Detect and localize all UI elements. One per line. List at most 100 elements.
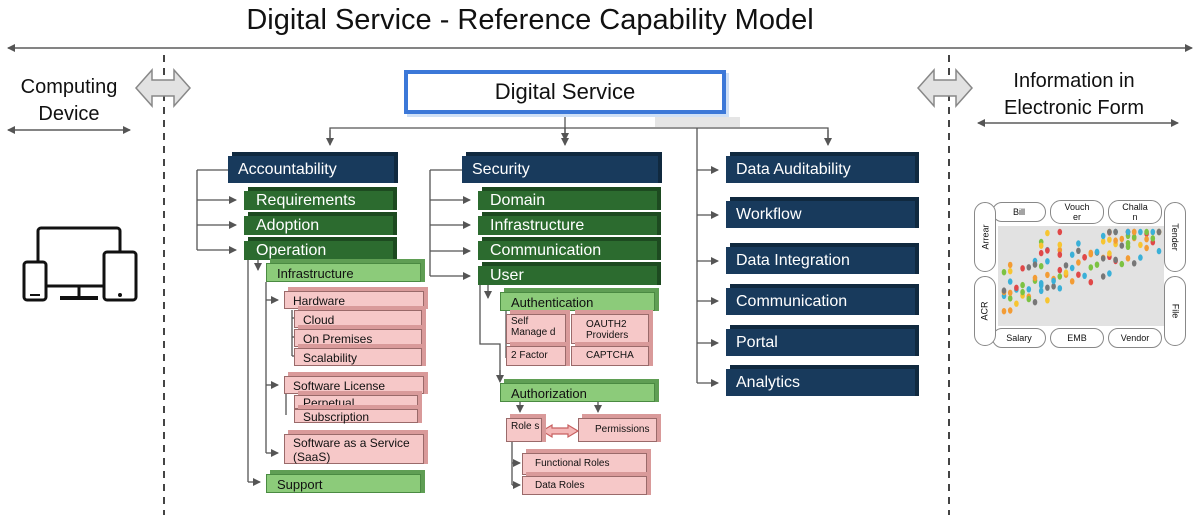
panel-dot <box>1076 259 1081 266</box>
panel-dot <box>1051 277 1056 285</box>
panel-dot <box>1131 260 1137 267</box>
adoption-box: Adoption <box>244 216 393 235</box>
security-box: Security <box>462 156 658 183</box>
voucher-pill: Vouch er <box>1050 200 1104 224</box>
panel-dot <box>1063 269 1069 276</box>
panel-dot <box>1113 256 1118 263</box>
devices-icon <box>22 226 138 302</box>
functional-roles-box: Functional Roles <box>522 453 647 475</box>
panel-dot <box>1057 251 1063 258</box>
op-infrastructure-box: Infrastructure <box>266 263 421 282</box>
panel-dot <box>1038 280 1044 287</box>
panel-dot <box>1150 235 1156 242</box>
panel-dot <box>1032 299 1038 306</box>
authentication-box: Authentication <box>500 292 655 311</box>
panel-dot <box>1082 272 1087 279</box>
panel-dot <box>1150 228 1156 236</box>
panel-dot <box>1125 255 1131 262</box>
panel-dot <box>1100 273 1106 280</box>
panel-dot <box>1057 285 1063 292</box>
saas-box: Software as a Service (SaaS) <box>284 434 424 464</box>
panel-dot <box>1057 246 1063 254</box>
panel-dot <box>1125 228 1131 236</box>
panel-dot <box>1076 247 1081 254</box>
domain-box: Domain <box>478 191 657 210</box>
panel-dot <box>1045 271 1050 279</box>
information-label: Information in Electronic Form <box>1003 70 1145 119</box>
panel-dot <box>1088 279 1094 286</box>
panel-dot <box>1088 264 1094 271</box>
grey-bar <box>655 117 740 127</box>
subscription-box: Subscription <box>294 409 418 424</box>
panel-dot <box>1020 265 1025 272</box>
data-auditability-box: Data Auditability <box>726 156 915 183</box>
panel-dot <box>1026 264 1032 271</box>
panel-dot <box>1020 288 1025 296</box>
bill-pill: Bill <box>992 202 1046 222</box>
panel-dot <box>1138 254 1143 261</box>
panel-dot <box>1131 228 1137 236</box>
panel-dot <box>1119 260 1125 268</box>
panel-dot <box>1107 236 1112 243</box>
panel-dot <box>1076 271 1081 278</box>
workflow-box: Workflow <box>726 201 915 228</box>
captcha-box: CAPTCHA <box>571 346 649 366</box>
user-box: User <box>478 266 657 285</box>
panel-dot <box>1045 297 1050 304</box>
panel-dot <box>1094 248 1100 255</box>
panel-dot <box>1045 229 1050 237</box>
panel-dot <box>1038 263 1044 270</box>
perpetual-box: Perpetual <box>294 395 418 410</box>
acr-label: ACR <box>979 301 990 321</box>
panel-dot <box>1125 240 1131 247</box>
requirements-box: Requirements <box>244 191 393 210</box>
panel-dot <box>1119 235 1125 243</box>
panel-dot <box>1100 255 1106 262</box>
arrear-pill: Arrear <box>974 202 996 272</box>
panel-dot <box>1138 241 1143 249</box>
panel-dot <box>1100 238 1106 245</box>
communication-box: Communication <box>726 288 915 315</box>
right-exchange-icon <box>916 68 974 108</box>
operation-box: Operation <box>244 241 393 260</box>
salary-pill: Salary <box>992 328 1046 348</box>
panel-dot <box>1088 251 1094 258</box>
page-title: Digital Service - Reference Capability M… <box>246 4 814 36</box>
panel-dot <box>1026 295 1032 303</box>
sec-communication-box: Communication <box>478 241 657 260</box>
accountability-box: Accountability <box>228 156 394 183</box>
panel-dot <box>1001 269 1007 276</box>
tender-label: Tender <box>1170 223 1180 251</box>
scalability-box: Scalability <box>294 348 422 366</box>
data-integration-box: Data Integration <box>726 247 915 274</box>
panel-dot <box>1007 289 1013 296</box>
analytics-box: Analytics <box>726 369 915 396</box>
file-pill: File <box>1164 276 1186 346</box>
digital-service-box: Digital Service <box>404 70 726 114</box>
panel-dot <box>1063 262 1069 269</box>
panel-dot <box>1026 286 1032 293</box>
panel-dot <box>1045 258 1050 265</box>
tender-pill: Tender <box>1164 202 1186 272</box>
data-roles-box: Data Roles <box>522 476 647 495</box>
hardware-box: Hardware <box>284 291 424 309</box>
roles-permissions-arrow <box>540 423 580 439</box>
panel-dot <box>1113 237 1118 244</box>
panel-dot <box>1076 240 1081 247</box>
acr-pill: ACR <box>974 276 996 346</box>
authorization-box: Authorization <box>500 383 655 402</box>
panel-dot <box>1100 232 1106 240</box>
panel-dot <box>1032 261 1038 268</box>
panel-dot <box>1038 249 1044 257</box>
self-managed-box: Self Manage d <box>506 314 566 344</box>
panel-dot <box>1144 244 1149 252</box>
panel-dot <box>1038 242 1044 249</box>
sec-infrastructure-box: Infrastructure <box>478 216 657 235</box>
panel-dot <box>1045 247 1050 254</box>
panel-dot <box>1007 261 1013 269</box>
info-panel <box>998 226 1164 326</box>
arrear-label: Arrear <box>980 224 991 250</box>
panel-dot <box>1001 287 1007 294</box>
panel-dot <box>1038 287 1044 295</box>
